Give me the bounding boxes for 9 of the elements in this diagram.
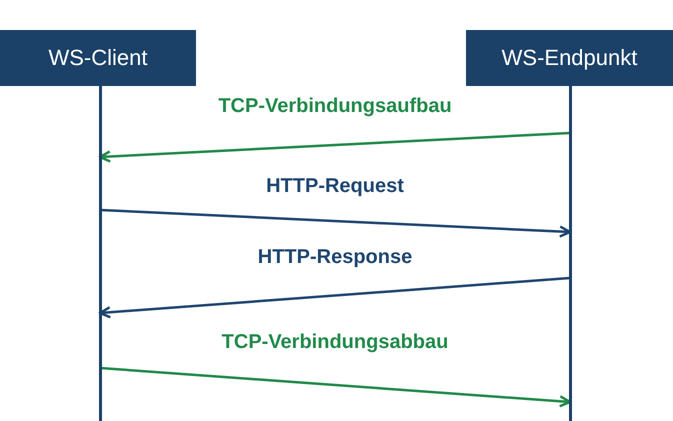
arrow	[100, 366, 572, 408]
arrow	[100, 208, 572, 238]
participant-box: WS-Client	[0, 30, 196, 86]
arrow	[98, 132, 570, 163]
participant-lifeline	[0, 30, 196, 421]
participant-box: WS-Endpunkt	[466, 30, 673, 86]
edge-label: HTTP-Request	[264, 175, 406, 197]
participant-lifeline	[466, 30, 673, 421]
arrow	[98, 276, 570, 318]
